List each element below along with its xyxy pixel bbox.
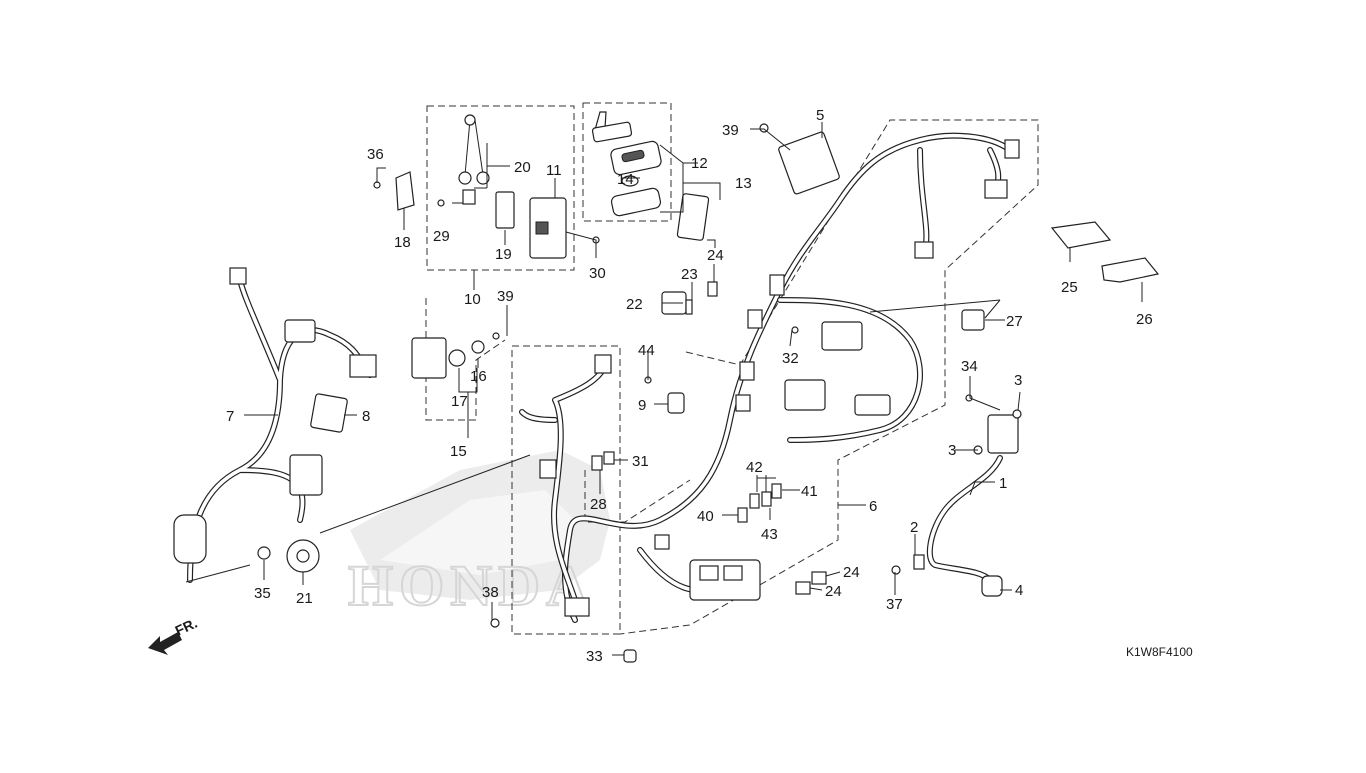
diagram-code: K1W8F4100 — [1126, 645, 1193, 659]
frame-group-10 — [426, 105, 575, 271]
callout-18: 18 — [394, 234, 411, 251]
callout-32: 32 — [782, 350, 799, 367]
callout-2: 2 — [910, 519, 918, 536]
main-wire-harness — [562, 132, 1020, 623]
callout-12: 12 — [691, 155, 708, 172]
sensor-canister — [173, 514, 207, 564]
callout-22: 22 — [626, 296, 643, 313]
callout-14: 14 — [617, 171, 634, 188]
callout-42: 42 — [746, 459, 763, 476]
callout-10: 10 — [464, 291, 481, 308]
callout-29: 29 — [433, 228, 450, 245]
callout-40: 40 — [697, 508, 714, 525]
callout-3a: 3 — [1014, 372, 1022, 389]
sub-harness — [173, 267, 377, 583]
callout-38: 38 — [482, 584, 499, 601]
front-direction: FR. — [148, 615, 200, 655]
connector-block — [984, 179, 1008, 199]
callout-44: 44 — [638, 342, 655, 359]
callout-36: 36 — [367, 146, 384, 163]
callout-37: 37 — [886, 596, 903, 613]
callout-19: 19 — [495, 246, 512, 263]
callout-6: 6 — [869, 498, 877, 515]
callout-7: 7 — [226, 408, 234, 425]
callout-15: 15 — [450, 443, 467, 460]
callout-numbers: 1 2 3 3 4 5 6 7 8 9 10 11 12 13 14 15 16… — [226, 107, 1153, 665]
callout-35: 35 — [254, 585, 271, 602]
callout-34: 34 — [961, 358, 978, 375]
callout-26: 26 — [1136, 311, 1153, 328]
honda-watermark: HONDA — [347, 450, 610, 619]
ignition-subharness — [519, 354, 612, 617]
callout-4: 4 — [1015, 582, 1023, 599]
callout-39b: 39 — [497, 288, 514, 305]
front-arrow-icon — [148, 632, 182, 655]
callout-24c: 24 — [825, 583, 842, 600]
callout-20: 20 — [514, 159, 531, 176]
callout-24b: 24 — [843, 564, 860, 581]
callout-41: 41 — [801, 483, 818, 500]
callout-13: 13 — [735, 175, 752, 192]
callout-11: 11 — [546, 162, 562, 179]
callout-5: 5 — [816, 107, 824, 124]
watermark-text: HONDA — [348, 553, 594, 618]
callout-16: 16 — [470, 368, 487, 385]
callout-27: 27 — [1006, 313, 1023, 330]
callout-8: 8 — [362, 408, 370, 425]
callout-3b: 3 — [948, 442, 956, 459]
callout-30: 30 — [589, 265, 606, 282]
callout-33: 33 — [586, 648, 603, 665]
callout-24a: 24 — [707, 247, 724, 264]
callout-39a: 39 — [722, 122, 739, 139]
callout-43: 43 — [761, 526, 778, 543]
frame-group-12 — [582, 102, 672, 222]
callout-9: 9 — [638, 397, 646, 414]
callout-28: 28 — [590, 496, 607, 513]
callout-21: 21 — [296, 590, 313, 607]
callout-1: 1 — [999, 475, 1007, 492]
leader-lines — [185, 122, 1143, 656]
frame-group-15 — [425, 298, 506, 421]
callout-23: 23 — [681, 266, 698, 283]
callout-17: 17 — [451, 393, 468, 410]
callout-31: 31 — [632, 453, 649, 470]
callout-25: 25 — [1061, 279, 1078, 296]
front-label: FR. — [173, 615, 200, 639]
